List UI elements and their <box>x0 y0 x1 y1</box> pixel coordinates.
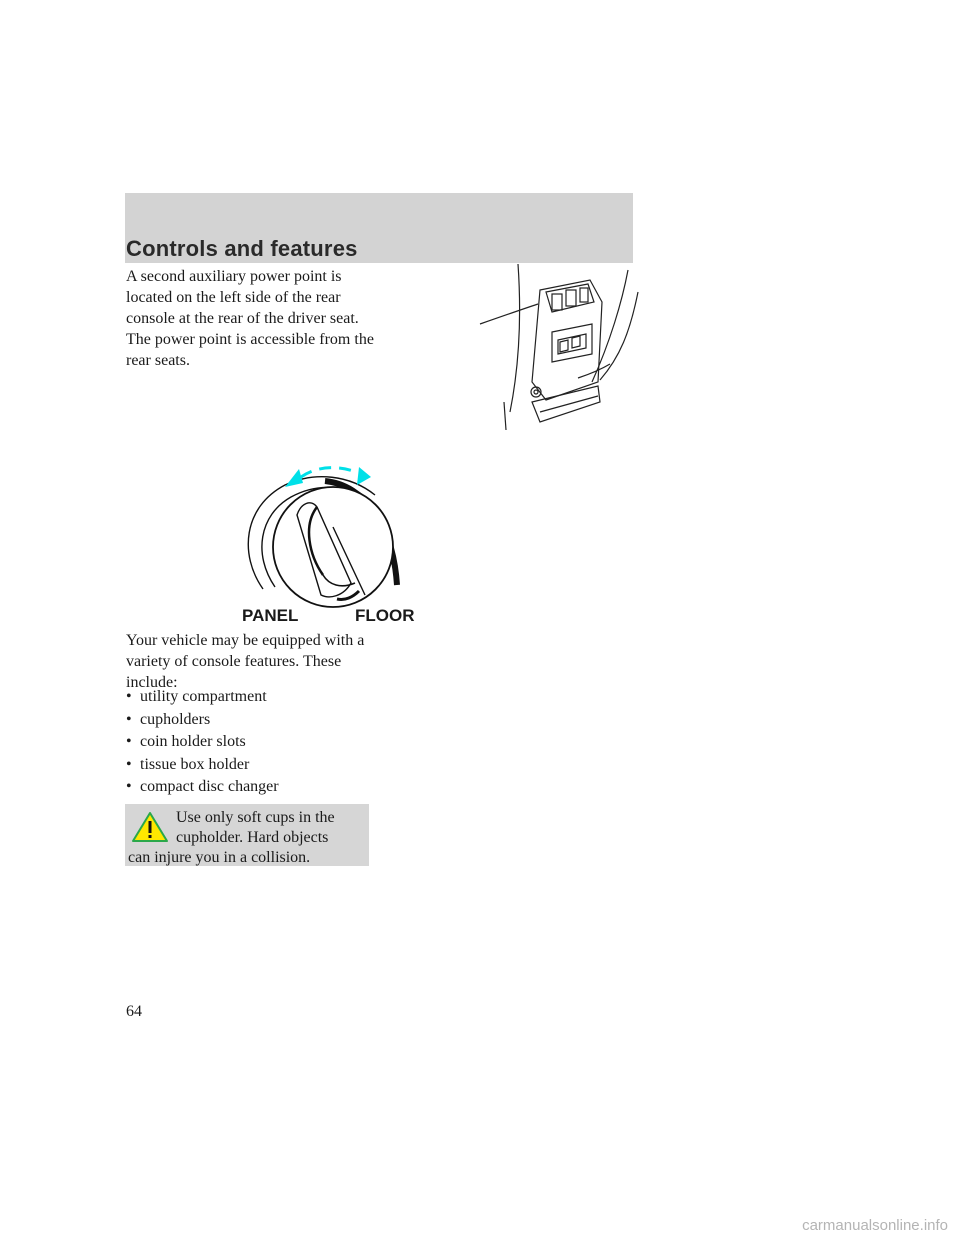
page-number: 64 <box>126 1003 142 1020</box>
power-point-paragraph: A second auxiliary power point is locate… <box>126 268 374 369</box>
warning-line: cupholder. Hard objects <box>176 829 329 846</box>
rear-console-illustration <box>479 263 639 431</box>
list-item-text: utility compartment <box>140 688 267 705</box>
bullet: • <box>126 688 132 705</box>
list-item: • coin holder slots <box>126 731 279 754</box>
watermark: carmanualsonline.info <box>802 1217 948 1234</box>
list-item: • utility compartment <box>126 686 279 709</box>
list-item-text: coin holder slots <box>140 733 246 750</box>
panel-label: PANEL <box>242 606 299 625</box>
bullet: • <box>126 755 132 773</box>
vent-control-knob-illustration <box>247 466 400 608</box>
console-features-paragraph: Your vehicle may be equipped with a vari… <box>126 632 365 691</box>
bullet: • <box>126 733 132 750</box>
warning-line: Use only soft cups in the <box>176 809 335 826</box>
list-item-text: tissue box holder <box>140 755 250 773</box>
section-title: Controls and features <box>126 236 358 261</box>
list-item: • tissue box holder <box>126 754 279 777</box>
bullet: • <box>126 778 132 795</box>
warning-text: Use only soft cups in the cupholder. Har… <box>128 808 366 868</box>
warning-triangle-icon <box>132 812 168 842</box>
console-features-list: • utility compartment • cupholders • coin h… <box>126 686 279 799</box>
bullet: • <box>126 710 132 728</box>
list-item: • compact disc changer <box>126 776 279 799</box>
list-item-text: compact disc changer <box>140 778 279 795</box>
list-item-text: cupholders <box>140 710 211 728</box>
list-item: • cupholders <box>126 709 279 732</box>
warning-box <box>125 804 369 866</box>
floor-label: FLOOR <box>355 606 415 625</box>
warning-line: can injure you in a collision. <box>128 849 311 866</box>
header-band <box>125 193 633 263</box>
